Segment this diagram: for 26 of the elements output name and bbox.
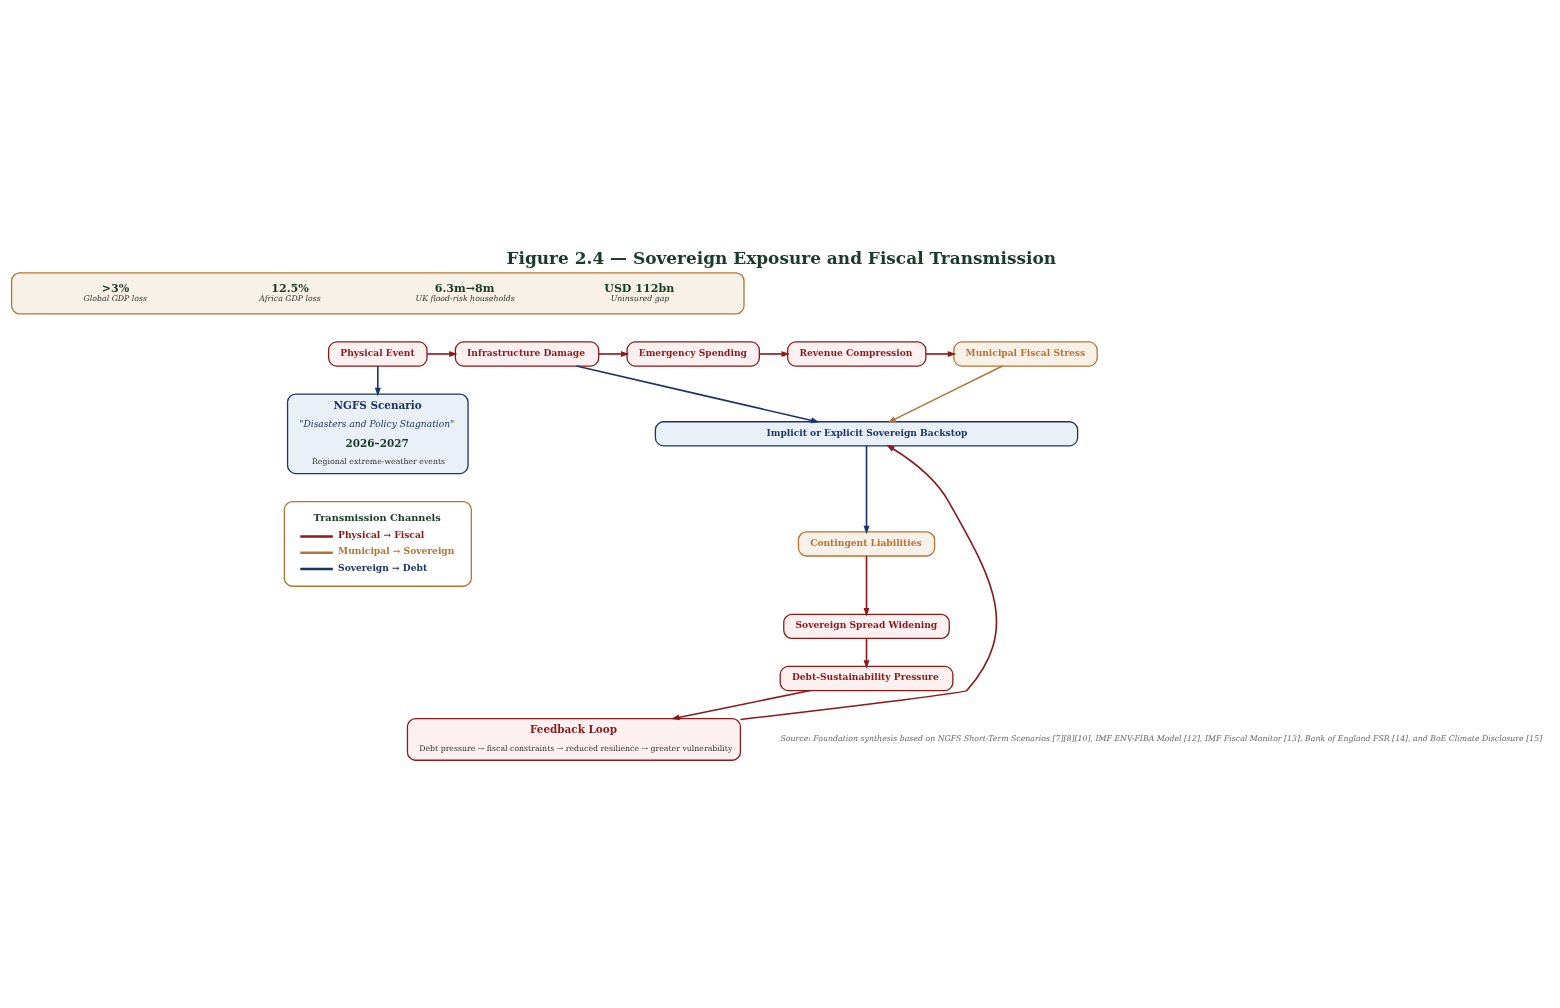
node-box: Contingent Liabilities <box>797 530 935 557</box>
legend-label: Physical → Fiscal <box>337 528 424 540</box>
label: Transmission Channels <box>313 511 441 523</box>
node-box: Municipal Fiscal Stress <box>952 340 1098 367</box>
node-box: Sovereign Spread Widening <box>782 613 950 639</box>
node-box: Physical Event <box>327 340 428 367</box>
node-box: Implicit or Explicit Sovereign Backstop <box>654 420 1078 446</box>
arrow <box>863 637 869 669</box>
arrow <box>374 364 381 396</box>
arrow <box>886 364 1003 423</box>
node-box: Revenue Compression <box>786 340 926 367</box>
arrow <box>863 444 869 534</box>
arrow <box>758 350 790 357</box>
legend-label: Sovereign → Debt <box>337 561 427 573</box>
arrow <box>924 350 956 357</box>
arrow <box>597 350 629 357</box>
diagram-title: Figure 2.4 — Sovereign Exposure and Fiscal Transmission <box>506 247 1056 268</box>
arrow <box>575 364 819 423</box>
legend-label: Municipal → Sovereign <box>337 544 454 556</box>
node-box: Emergency Spending <box>625 340 760 367</box>
node-box: Infrastructure Damage <box>454 340 599 367</box>
arrow <box>425 350 458 357</box>
arrow <box>863 554 869 616</box>
arrow <box>670 689 811 720</box>
arrow <box>739 444 997 720</box>
node-box: Debt-Sustainability Pressure <box>779 665 953 691</box>
